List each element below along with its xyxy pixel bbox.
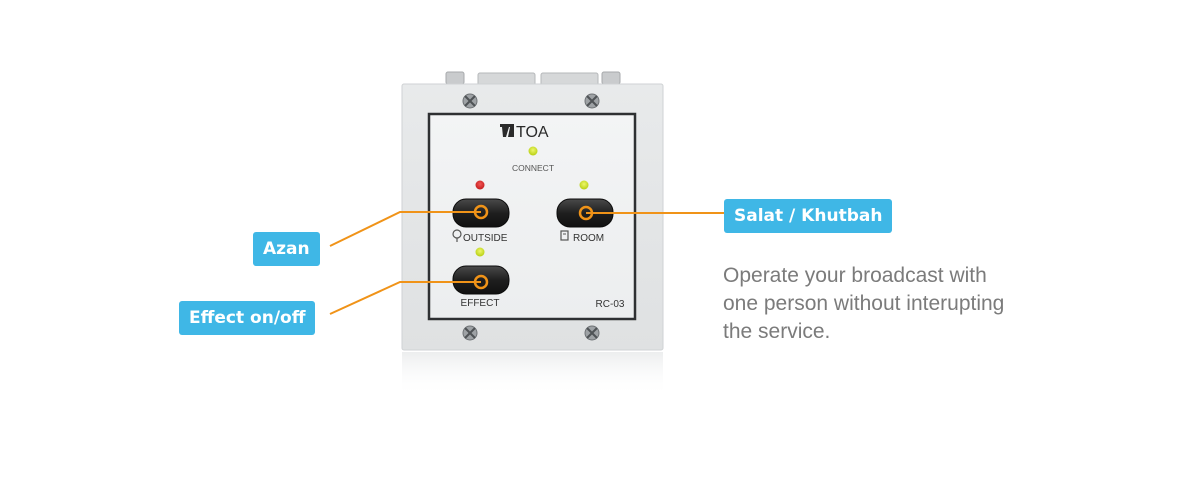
salat-khutbah-callout: Salat / Khutbah [724, 199, 893, 233]
connect-label: CONNECT [512, 163, 554, 173]
screw-icon [584, 93, 600, 109]
description-line: Operate your broadcast with [723, 264, 987, 287]
effect-button-marker [473, 274, 489, 290]
outside-speaker-icon [452, 229, 462, 242]
screw-icon [584, 325, 600, 341]
effect-button[interactable] [452, 265, 510, 295]
outside-led [475, 180, 485, 190]
effect-callout-line [329, 281, 481, 315]
callout-lines [329, 211, 725, 315]
room-led [579, 180, 589, 190]
plate-reflection [402, 352, 663, 396]
brand-label: TOA [516, 124, 549, 141]
effect-led [475, 247, 485, 257]
outside-label: OUTSIDE [463, 233, 508, 244]
outside-button-marker [473, 204, 489, 220]
description-line: one person without interupting [723, 292, 1005, 315]
callout-markers [473, 204, 594, 290]
azan-callout-line [329, 211, 481, 247]
effect-label: EFFECT [461, 298, 500, 309]
screw-icon [462, 93, 478, 109]
description-line: the service. [723, 320, 831, 343]
toa-logo-icon [500, 124, 514, 137]
model-label: RC-03 [596, 299, 625, 310]
room-label: ROOM [573, 233, 604, 244]
room-speaker-icon [560, 230, 569, 241]
connect-led [528, 146, 538, 156]
screw-icon [462, 325, 478, 341]
room-button-marker [578, 205, 594, 221]
feature-description: Operate your broadcast with one person w… [723, 262, 1043, 346]
effect-callout: Effect on/off [179, 301, 316, 335]
azan-callout: Azan [253, 232, 320, 266]
